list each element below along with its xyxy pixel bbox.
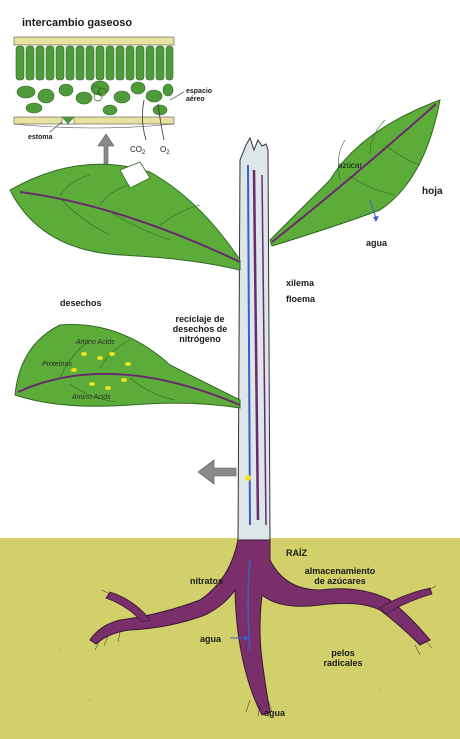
label-gas-exchange: intercambio gaseoso <box>22 17 133 29</box>
leaf-upper-right <box>269 99 441 247</box>
label-waste: desechos <box>60 298 102 308</box>
leaf-cross-section <box>13 36 185 141</box>
stem <box>237 136 271 541</box>
label-leaf: hoja <box>422 186 443 197</box>
section-arrow <box>97 133 115 166</box>
label-o2: O2 <box>160 145 170 156</box>
label-proteins: Proteínas <box>42 361 72 368</box>
waste-arrow <box>197 459 237 485</box>
label-root: RAÍZ <box>286 548 307 558</box>
label-amino-acids-top: Amino Acids <box>76 339 115 346</box>
roots <box>89 539 437 717</box>
leaf-lower-left <box>14 324 241 409</box>
label-xylem: xilema <box>286 278 315 288</box>
label-sugar-storage: almacenamiento de azúcares <box>304 566 376 586</box>
label-recycling: reciclaje de desechos de nitrógeno <box>172 314 228 344</box>
label-root-hairs: pelos radicales <box>323 648 363 668</box>
label-water-root: agua <box>200 634 222 644</box>
label-water-leaf: agua <box>366 238 388 248</box>
label-stoma: estoma <box>28 134 53 141</box>
leaf-upper-left <box>9 161 241 271</box>
label-air-space: espacio aéreo <box>186 88 213 103</box>
label-water-tip: agua <box>264 708 286 718</box>
label-nitrates: nitratos <box>190 576 224 586</box>
label-phloem: floema <box>286 294 316 304</box>
label-amino-acids-bottom: Amino Acids <box>72 394 111 401</box>
label-sugar: azúcar <box>338 161 363 170</box>
label-co2: CO2 <box>130 145 146 156</box>
